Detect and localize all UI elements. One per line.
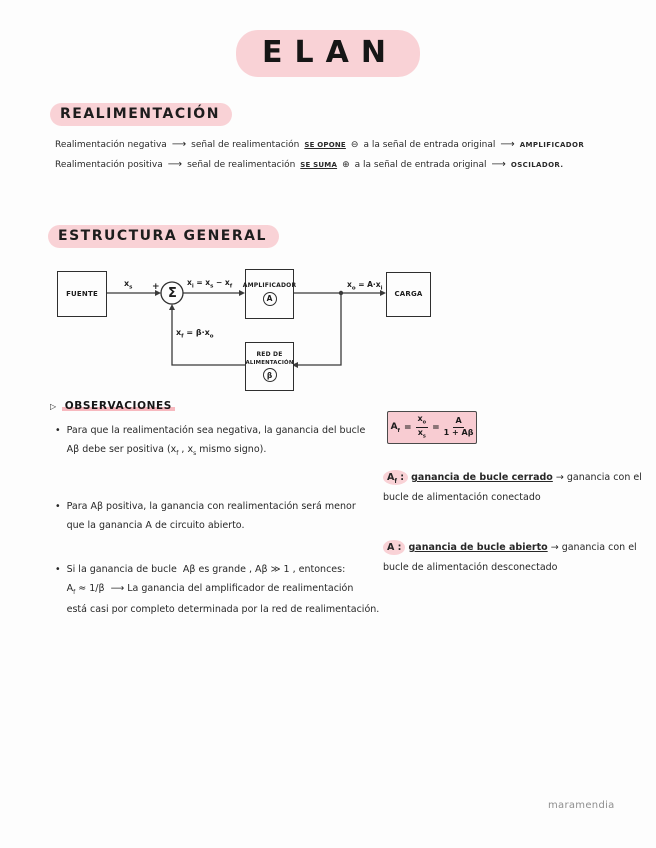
observaciones-word: OBSERVACIONES xyxy=(61,400,175,412)
red-label-line2: ALIMENTACIÓN xyxy=(245,359,294,366)
fuente-label: FUENTE xyxy=(66,289,98,298)
note-line-positiva: Realimentación positiva ⟶ señal de reali… xyxy=(55,159,563,170)
observaciones-heading: ▷ OBSERVACIONES xyxy=(50,400,175,412)
long-arrow: ⟶ xyxy=(491,159,506,170)
fraction-xo-xs: xo xs xyxy=(415,414,429,440)
fraction-denominator: xs xyxy=(417,428,426,440)
definition-underlined: ganancia de bucle cerrado xyxy=(411,472,553,483)
observation-bullet-1: • Para que la realimentación sea negativ… xyxy=(55,421,385,461)
fraction-numerator: A xyxy=(453,416,464,428)
amplificador-label: AMPLIFICADOR xyxy=(242,282,297,290)
closed-loop-gain-formula-box: Af = xo xs = A 1 + Aβ xyxy=(387,411,477,444)
arrow-icon: → xyxy=(555,472,564,483)
definition-term-Af: Af : xyxy=(383,470,409,485)
summing-junction-sigma: Σ xyxy=(168,285,177,301)
page-title-wrap: ELAN xyxy=(0,30,656,77)
definition-closed-loop: Af : ganancia de bucle cerrado → gananci… xyxy=(383,468,655,508)
signal-label-xs: xs xyxy=(124,279,133,291)
note-line-negativa: Realimentación negativa ⟶ señal de reali… xyxy=(55,139,584,150)
bullet-3-text: Si la ganancia de bucle Aβ es grande , A… xyxy=(66,564,380,615)
triangle-bullet-icon: ▷ xyxy=(50,401,57,411)
section-estructura-heading: ESTRUCTURA GENERAL xyxy=(48,225,279,248)
line1-underlined: SE OPONE xyxy=(304,141,346,149)
page-title: ELAN xyxy=(262,35,398,70)
formula-lhs: Af xyxy=(390,421,400,434)
bullet-1-text: Para que la realimentación sea negativa,… xyxy=(66,425,366,458)
line2-underlined: SE SUMA xyxy=(300,161,338,169)
bullet-2-text: Para Aβ positiva, la ganancia con realim… xyxy=(66,501,356,532)
long-arrow: ⟶ xyxy=(167,159,183,170)
line2-suffix: a la señal de entrada original xyxy=(354,160,487,170)
section-estructura-heading-wrap: ESTRUCTURA GENERAL xyxy=(48,225,279,248)
signal-label-xf: xf = β·xo xyxy=(176,328,214,340)
line2-result: OSCILADOR. xyxy=(510,161,564,169)
long-arrow: ⟶ xyxy=(171,139,187,150)
fuente-box: FUENTE xyxy=(57,271,107,317)
line2-mid: señal de realimentación xyxy=(187,160,296,170)
definition-rest: ganancia con el bucle de alimentación co… xyxy=(383,472,642,504)
line1-result: AMPLIFICADOR xyxy=(519,141,585,149)
fraction-denominator: 1 + Aβ xyxy=(443,428,474,437)
line1-suffix: a la señal de entrada original xyxy=(363,140,496,150)
carga-box: CARGA xyxy=(386,272,431,317)
bullet-dot: • xyxy=(55,425,61,436)
arrow-icon: → xyxy=(550,542,559,553)
definition-term-A: A : xyxy=(383,540,406,555)
definition-open-loop: A : ganancia de bucle abierto → ganancia… xyxy=(383,538,655,578)
line2-prefix: Realimentación positiva xyxy=(55,160,163,170)
amplificador-box: AMPLIFICADOR A xyxy=(242,269,297,319)
bullet-dot: • xyxy=(55,564,61,575)
observation-bullet-3: • Si la ganancia de bucle Aβ es grande ,… xyxy=(55,560,385,619)
observation-bullet-2: • Para Aβ positiva, la ganancia con real… xyxy=(55,497,385,536)
red-label-line1: RED DE xyxy=(256,350,283,358)
definition-rest: ganancia con el bucle de alimentación de… xyxy=(383,542,637,573)
circled-minus-icon: ⊖ xyxy=(350,140,359,150)
line1-prefix: Realimentación negativa xyxy=(55,140,167,150)
definition-underlined: ganancia de bucle abierto xyxy=(408,542,548,553)
red-realimentacion-box: RED DE ALIMENTACIÓN β xyxy=(245,342,294,391)
signal-label-xo: xo = A·xi xyxy=(347,280,383,292)
title-highlight: ELAN xyxy=(236,30,420,77)
amplificador-symbol: A xyxy=(262,291,277,306)
bullet-dot: • xyxy=(55,501,61,512)
signal-label-xi: xi = xs − xf xyxy=(187,278,233,290)
section-realimentacion-heading: REALIMENTACIÓN xyxy=(50,103,232,126)
section-realimentacion-heading-wrap: REALIMENTACIÓN xyxy=(50,103,232,126)
equals-sign: = xyxy=(432,422,440,433)
diagram-wires xyxy=(105,281,386,368)
red-symbol-beta: β xyxy=(262,368,277,383)
fraction-numerator: xo xyxy=(415,414,429,428)
plus-sign: + xyxy=(152,282,160,292)
author-signature: maramendia xyxy=(548,800,615,811)
fraction-A-1plusAB: A 1 + Aβ xyxy=(443,416,474,438)
line1-mid: señal de realimentación xyxy=(191,140,300,150)
long-arrow: ⟶ xyxy=(500,139,515,150)
equals-sign: = xyxy=(403,422,412,433)
block-diagram: Σ + FUENTE AMPLIFICADOR A CARGA RED DE A… xyxy=(0,260,460,395)
carga-label: CARGA xyxy=(394,290,423,299)
circled-plus-icon: ⊕ xyxy=(342,160,350,170)
